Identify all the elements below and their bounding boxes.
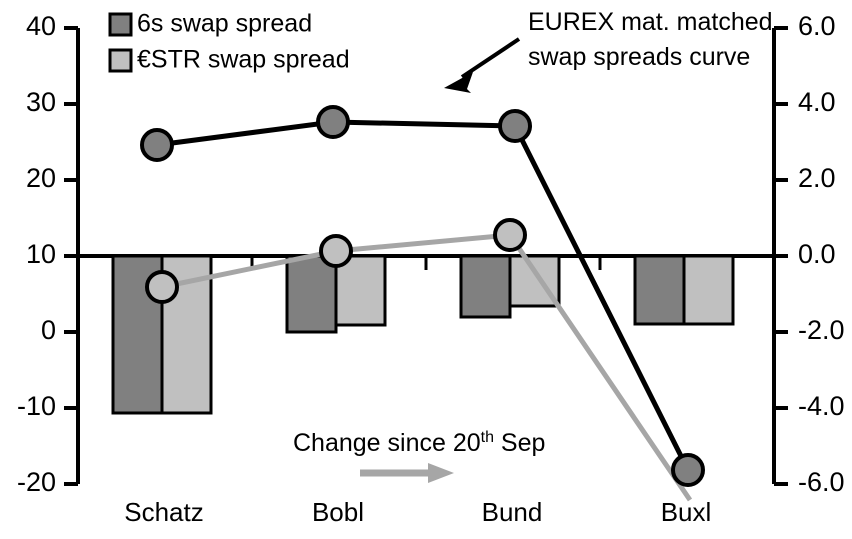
eurex-marker-schatz bbox=[140, 128, 174, 162]
left-axis-label-m20: -20 bbox=[17, 467, 56, 497]
left-axis-label-30: 30 bbox=[26, 87, 56, 117]
eurex-marker-buxl bbox=[671, 453, 705, 487]
eurex-note-arrow-head-icon bbox=[444, 72, 473, 93]
category-ticks bbox=[76, 256, 776, 270]
legend-label-estr-swap-spread: €STR swap spread bbox=[137, 46, 350, 74]
gray-change-line bbox=[161, 232, 693, 502]
bar-bund-6s bbox=[459, 254, 512, 319]
bar-group-bobl bbox=[285, 254, 387, 334]
legend-swatch-estr-swap-spread bbox=[108, 48, 133, 73]
right-axis-label-m6: -6.0 bbox=[798, 467, 845, 497]
legend: 6s swap spread €STR swap spread bbox=[108, 10, 350, 74]
category-label-schatz: Schatz bbox=[124, 497, 204, 527]
left-axis-label-10: 10 bbox=[26, 239, 56, 269]
legend-label-6s-swap-spread: 6s swap spread bbox=[137, 10, 312, 38]
change-note-suffix: Sep bbox=[494, 429, 545, 457]
eurex-curve-annotation: EUREX mat. matched swap spreads curve bbox=[444, 8, 773, 93]
left-axis-label-0: 0 bbox=[41, 315, 56, 345]
category-labels: Schatz Bobl Bund Buxl bbox=[124, 497, 711, 527]
left-axis-label-m10: -10 bbox=[17, 391, 56, 421]
change-note-text: Change since 20th Sep bbox=[293, 429, 545, 457]
left-axis-label-40: 40 bbox=[26, 11, 56, 41]
right-axis-label-6: 6.0 bbox=[798, 11, 836, 41]
change-note-arrow-head-icon bbox=[428, 463, 454, 483]
change-note-prefix: Change since 20 bbox=[293, 429, 481, 457]
bar-bobl-6s bbox=[285, 254, 338, 334]
category-label-bobl: Bobl bbox=[312, 497, 364, 527]
bar-buxl-estr bbox=[682, 254, 735, 326]
right-axis-label-2: 2.0 bbox=[798, 163, 836, 193]
left-axis-label-20: 20 bbox=[26, 163, 56, 193]
bar-group-bund bbox=[459, 254, 561, 319]
gray-marker-bobl bbox=[319, 234, 353, 268]
right-axis-label-m4: -4.0 bbox=[798, 391, 845, 421]
eurex-curve-line bbox=[156, 119, 691, 472]
right-axis-label-4: 4.0 bbox=[798, 87, 836, 117]
bar-group-buxl bbox=[633, 254, 735, 326]
gray-marker-schatz bbox=[145, 270, 179, 304]
left-axis: 40 30 20 10 0 -10 -20 bbox=[17, 11, 80, 497]
bar-bobl-estr bbox=[334, 254, 387, 327]
change-note-superscript: th bbox=[481, 429, 494, 446]
eurex-note-line-1: EUREX mat. matched bbox=[528, 8, 773, 36]
category-label-buxl: Buxl bbox=[661, 497, 712, 527]
eurex-marker-bobl bbox=[316, 105, 350, 139]
eurex-marker-bund bbox=[498, 109, 532, 143]
gray-change-line-series bbox=[145, 218, 693, 502]
right-axis-label-0: 0.0 bbox=[798, 239, 836, 269]
legend-swatch-6s-swap-spread bbox=[108, 12, 133, 37]
eurex-curve-series bbox=[140, 105, 705, 487]
category-label-bund: Bund bbox=[482, 497, 543, 527]
change-since-annotation: Change since 20th Sep bbox=[293, 429, 545, 483]
gray-marker-bund bbox=[493, 218, 527, 252]
right-axis-label-m2: -2.0 bbox=[798, 315, 845, 345]
eurex-note-line-2: swap spreads curve bbox=[528, 43, 750, 71]
eurex-note-arrow-shaft bbox=[460, 37, 521, 79]
bar-buxl-6s bbox=[633, 254, 686, 326]
